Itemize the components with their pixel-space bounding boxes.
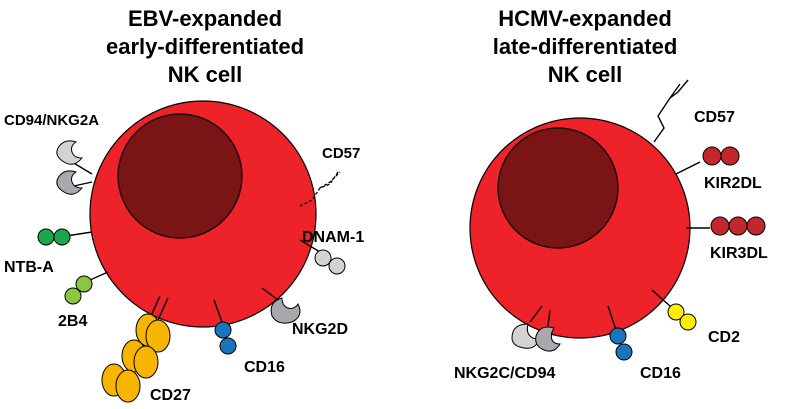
ntba-domain-1-icon xyxy=(37,228,55,246)
right-receptor-kir3dl xyxy=(686,216,766,236)
cd94-subunit-icon xyxy=(56,140,84,165)
label-cd27: CD27 xyxy=(150,387,191,404)
cd27-domain-4-icon xyxy=(133,345,159,379)
label-kir2dl: KIR2DL xyxy=(704,175,762,192)
label-left-cd16: CD16 xyxy=(244,359,285,376)
label-cd94-nkg2a: CD94/NKG2A xyxy=(4,112,99,129)
nkg2c-subunit-icon xyxy=(535,326,561,352)
label-nkg2c-cd94: NKG2C/CD94 xyxy=(454,365,555,382)
label-dnam1: DNAM-1 xyxy=(302,229,364,246)
2b4-domain-2-icon xyxy=(64,287,82,305)
right-cd16-domain-2-icon xyxy=(615,343,633,361)
dnam1-domain-2-icon xyxy=(328,257,346,275)
left-receptor-2b4 xyxy=(64,271,109,305)
label-left-cd57: CD57 xyxy=(322,145,360,162)
right-receptor-cd2 xyxy=(651,289,697,331)
right-cell xyxy=(469,117,691,339)
kir3dl-domain-1-icon xyxy=(710,216,730,236)
right-receptor-cd57 xyxy=(653,79,689,143)
right-title-line-3: NK cell xyxy=(548,62,623,87)
kir2dl-domain-2-icon xyxy=(720,146,740,166)
right-receptor-kir2dl xyxy=(675,146,740,175)
dnam1-domain-1-icon xyxy=(314,249,332,267)
left-receptor-ntba xyxy=(37,228,93,246)
right-title: HCMV-expanded late-differentiated NK cel… xyxy=(493,6,678,87)
kir3dl-domain-3-icon xyxy=(746,216,766,236)
label-right-cd16: CD16 xyxy=(640,365,681,382)
right-receptor-nkg2c-cd94 xyxy=(511,305,561,352)
label-ntba: NTB-A xyxy=(4,259,54,276)
left-receptor-cd27 xyxy=(101,295,171,403)
kir2dl-domain-1-icon xyxy=(702,146,722,166)
cd2-domain-2-icon xyxy=(679,313,697,331)
left-receptor-cd94-nkg2a xyxy=(56,140,93,195)
left-title: EBV-expanded early-differentiated NK cel… xyxy=(106,6,304,87)
2b4-domain-1-icon xyxy=(75,275,93,293)
left-title-line-3: NK cell xyxy=(168,62,243,87)
label-nkg2d: NKG2D xyxy=(292,321,348,338)
left-cell xyxy=(89,100,317,328)
left-receptor-nkg2d xyxy=(261,287,301,324)
label-right-cd57: CD57 xyxy=(694,109,735,126)
ntba-domain-2-icon xyxy=(53,228,71,246)
left-cell-nucleus xyxy=(117,113,243,239)
label-kir3dl: KIR3DL xyxy=(710,245,768,262)
cd27-domain-2-icon xyxy=(145,319,171,353)
left-cd16-domain-1-icon xyxy=(214,321,232,339)
left-receptor-cd57 xyxy=(299,171,341,207)
right-cd16-domain-1-icon xyxy=(609,327,627,345)
label-2b4: 2B4 xyxy=(58,313,87,330)
left-cd16-domain-2-icon xyxy=(219,337,237,355)
left-receptor-cd16 xyxy=(213,299,237,355)
cd27-domain-6-icon xyxy=(115,369,141,403)
left-receptor-dnam1 xyxy=(299,239,346,275)
right-title-line-1: HCMV-expanded xyxy=(498,6,672,31)
right-receptor-cd16 xyxy=(607,305,633,361)
right-cell-nucleus xyxy=(497,127,619,249)
cd2-domain-1-icon xyxy=(667,303,685,321)
kir3dl-domain-2-icon xyxy=(728,216,748,236)
left-title-line-2: early-differentiated xyxy=(106,34,304,59)
nkg2a-subunit-icon xyxy=(56,170,84,195)
label-cd2: CD2 xyxy=(708,329,740,346)
nkg2d-icon xyxy=(270,297,301,324)
cd94-subunit-right-icon xyxy=(511,323,541,349)
right-title-line-2: late-differentiated xyxy=(493,34,678,59)
left-title-line-1: EBV-expanded xyxy=(128,6,282,31)
